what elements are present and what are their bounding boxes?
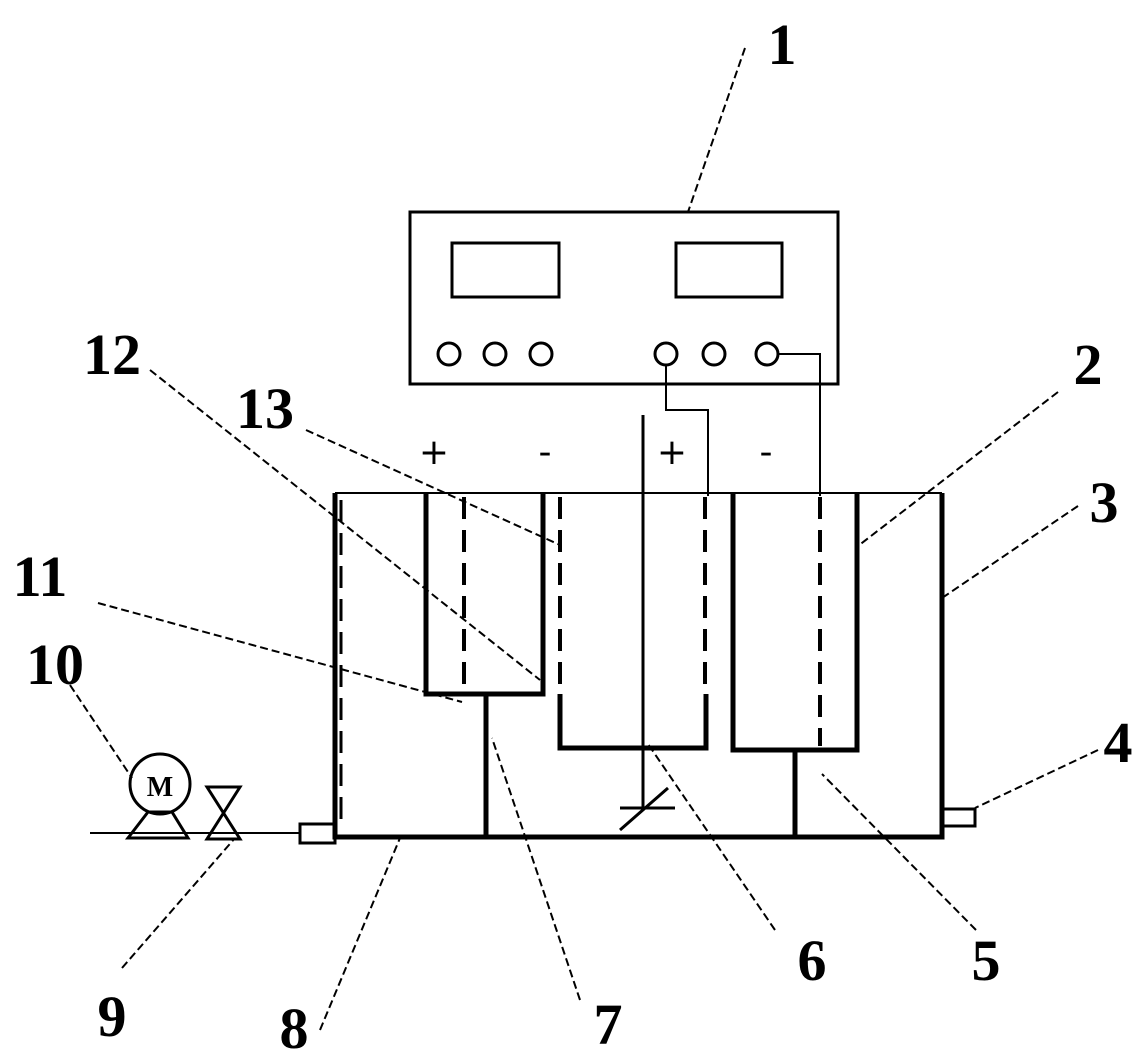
- knob: [701, 341, 727, 367]
- sign-cell1-minus: -: [539, 432, 552, 473]
- leader-3: [941, 505, 1079, 599]
- label-11: 11: [13, 544, 68, 609]
- power-wires: [665, 353, 821, 496]
- leader-4: [974, 749, 1099, 809]
- terminal: [754, 341, 780, 367]
- leader-10: [69, 684, 133, 779]
- label-8: 8: [280, 996, 309, 1061]
- leader-5: [821, 773, 977, 931]
- pump-motor-icon: [128, 752, 192, 816]
- valve-icon: [204, 785, 243, 841]
- outlet-port: [940, 807, 977, 828]
- knob: [528, 341, 554, 367]
- stirrer: [619, 415, 675, 832]
- leader-lines: [69, 47, 1099, 1031]
- label-12: 12: [83, 322, 141, 387]
- leader-8: [319, 837, 401, 1031]
- label-6: 6: [798, 928, 827, 993]
- leader-12: [149, 369, 541, 681]
- label-1: 1: [768, 12, 797, 77]
- terminal: [653, 341, 679, 367]
- leader-1: [687, 47, 746, 213]
- display-left: [450, 241, 561, 299]
- inlet-port: [298, 822, 337, 845]
- label-13: 13: [236, 376, 294, 441]
- reference-numerals: 1 2 3 4 5 6 7 8 9 10 11 12 13: [13, 12, 1133, 1061]
- polarity-signs: + - + -: [419, 432, 773, 473]
- leader-9: [121, 837, 236, 969]
- label-5: 5: [972, 928, 1001, 993]
- label-2: 2: [1074, 332, 1103, 397]
- pump-base: [124, 810, 191, 840]
- knob: [482, 341, 508, 367]
- inlet-line: [90, 752, 300, 841]
- label-4: 4: [1104, 710, 1133, 775]
- sign-cell2-plus: +: [657, 432, 687, 473]
- knob: [436, 341, 462, 367]
- display-right: [674, 241, 784, 299]
- leader-7: [491, 737, 581, 1001]
- leader-6: [647, 743, 776, 931]
- label-3: 3: [1090, 470, 1119, 535]
- electrolytic-cell-left: [423, 493, 546, 837]
- label-7: 7: [594, 992, 623, 1057]
- sign-cell2-minus: -: [760, 432, 773, 473]
- sign-cell1-plus: +: [419, 432, 449, 473]
- label-10: 10: [26, 632, 84, 697]
- motor-label: M: [147, 772, 173, 803]
- tank: [332, 492, 945, 840]
- leader-2: [857, 391, 1059, 547]
- power-supply: [408, 210, 840, 386]
- leader-11: [97, 602, 463, 703]
- electrolytic-cell-right: [730, 493, 860, 837]
- electrolytic-cell-middle: [557, 497, 709, 751]
- label-9: 9: [98, 984, 127, 1049]
- leader-13: [305, 429, 561, 546]
